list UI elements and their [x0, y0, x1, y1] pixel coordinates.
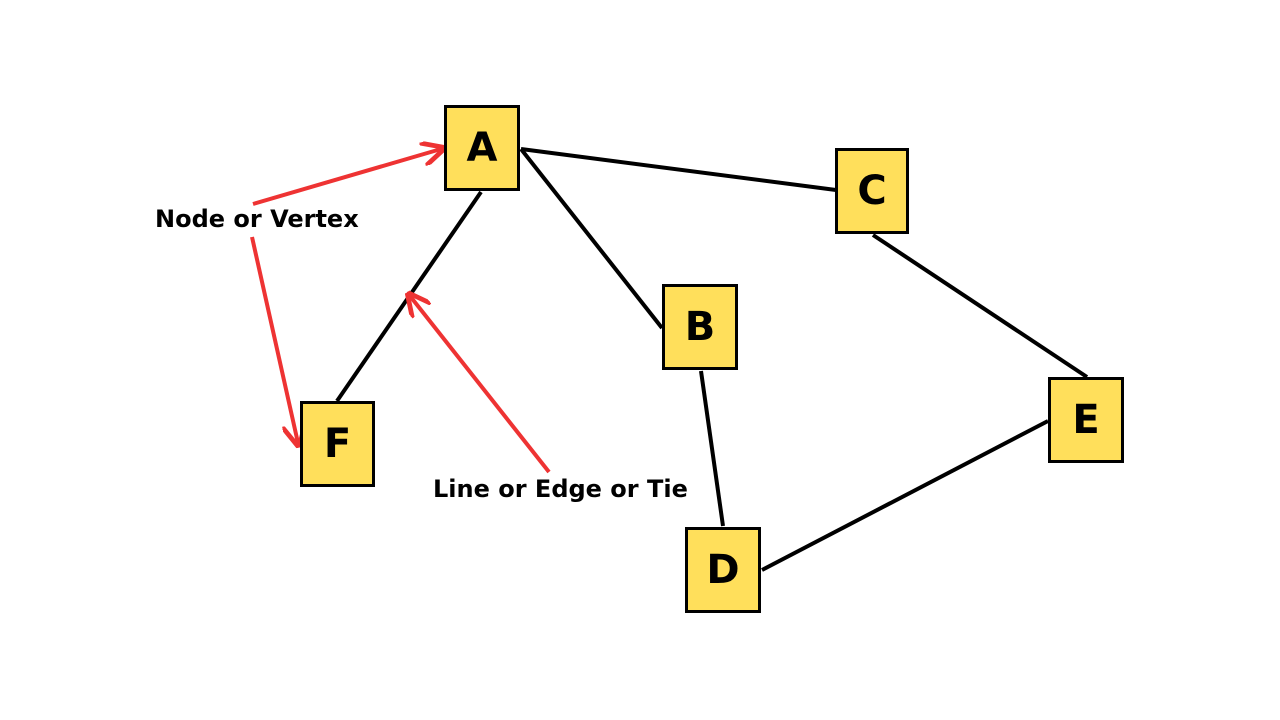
- node-e: E: [1048, 377, 1124, 463]
- node-b: B: [662, 284, 738, 370]
- node-annotation-label: Node or Vertex: [155, 205, 359, 233]
- node-d: D: [685, 527, 761, 613]
- node-f: F: [300, 401, 375, 487]
- node-annotation-arrow-to-a: [252, 149, 441, 206]
- node-f-label: F: [323, 421, 352, 467]
- node-d-label: D: [706, 547, 740, 593]
- node-a-label: A: [466, 125, 498, 171]
- node-b-label: B: [684, 304, 716, 350]
- node-c: C: [835, 148, 909, 234]
- node-a: A: [444, 105, 520, 191]
- node-c-label: C: [857, 168, 887, 214]
- node-annotation-arrow-to-f: [250, 236, 298, 443]
- edge-a-b: [519, 147, 664, 330]
- node-e-label: E: [1072, 397, 1100, 443]
- edge-c-e: [871, 233, 1089, 379]
- edge-b-d: [699, 370, 725, 527]
- edge-a-c: [520, 147, 837, 192]
- edge-annotation-label: Line or Edge or Tie: [433, 475, 688, 503]
- edge-annotation-arrow: [410, 296, 551, 474]
- edge-d-e: [761, 419, 1049, 572]
